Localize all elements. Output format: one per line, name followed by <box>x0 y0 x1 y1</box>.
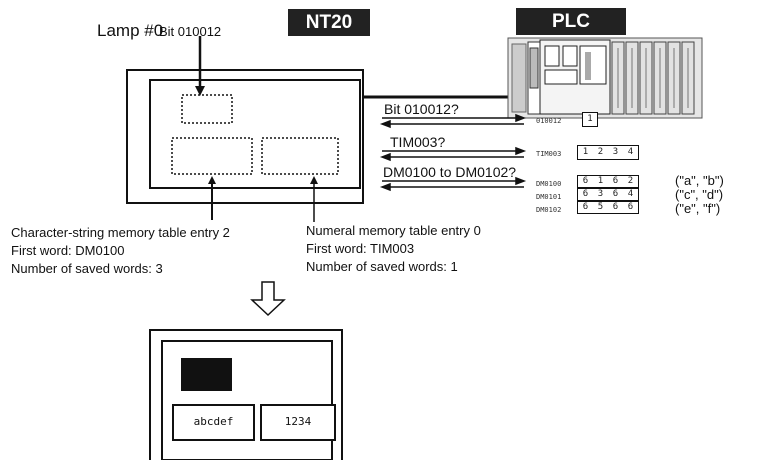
lamp-lit <box>181 358 232 391</box>
value-digit: 3 <box>597 189 604 199</box>
value-dm0101: 6 3 6 4 <box>577 188 639 201</box>
numeral-table-note: Numeral memory table entry 0 First word:… <box>306 222 481 276</box>
result-string-value: abcdef <box>193 415 234 428</box>
value-digit: 6 <box>612 189 619 199</box>
value-digit: 5 <box>597 202 604 212</box>
value-digit: 1 <box>582 147 589 157</box>
numeral-display-area <box>261 137 339 175</box>
value-digit: 2 <box>627 176 634 186</box>
string-table-line2: First word: DM0100 <box>11 243 125 258</box>
lamp-label: Lamp #0 <box>97 21 164 40</box>
nt20-tag: NT20 <box>288 9 370 36</box>
addr-dm0100: DM0100 <box>536 180 562 188</box>
value-digit: 3 <box>612 147 619 157</box>
string-table-note: Character-string memory table entry 2 Fi… <box>11 224 230 278</box>
addr-dm0102: DM0102 <box>536 206 562 214</box>
request-tim: TIM003? <box>390 134 446 150</box>
addr-bit: 010012 <box>536 117 562 125</box>
value-tim: 1 2 3 4 <box>577 145 639 160</box>
value-digit: 2 <box>597 147 604 157</box>
chars-dm0102: ("e", "f") <box>675 201 721 216</box>
value-digit: 6 <box>582 176 589 186</box>
addr-dm0101: DM0101 <box>536 193 562 201</box>
result-numeral-value: 1234 <box>284 415 312 428</box>
value-digit: 1 <box>597 176 604 186</box>
value-dm0100: 6 1 6 2 <box>577 175 639 188</box>
value-digit: 4 <box>627 189 634 199</box>
request-bit: Bit 010012? <box>384 101 459 117</box>
lamp-bit-label: Bit 010012 <box>159 24 222 39</box>
request-arrows <box>379 113 527 192</box>
string-table-line1: Character-string memory table entry 2 <box>11 225 230 240</box>
value-digit: 6 <box>612 202 619 212</box>
result-numeral-box <box>260 404 336 441</box>
value-digit: 6 <box>612 176 619 186</box>
plc-tag: PLC <box>516 8 626 35</box>
lamp-arrow-head <box>195 86 205 96</box>
value-dm0102: 6 5 6 6 <box>577 201 639 214</box>
value-digit: 6 <box>627 202 634 212</box>
numeral-table-line2: First word: TIM003 <box>306 241 415 256</box>
numeral-table-line1: Numeral memory table entry 0 <box>306 223 481 238</box>
addr-tim: TIM003 <box>536 150 562 158</box>
chars-dm0100: ("a", "b") <box>675 173 724 188</box>
string-display-area <box>171 137 253 175</box>
lamp-area <box>181 94 233 124</box>
plc-rack <box>507 37 703 119</box>
nt20-screen <box>149 79 361 189</box>
string-table-line3: Number of saved words: 3 <box>11 261 163 276</box>
chars-dm0101: ("c", "d") <box>675 187 724 202</box>
request-dm: DM0100 to DM0102? <box>383 164 517 180</box>
value-bit: 1 <box>582 112 598 127</box>
numeral-table-line3: Number of saved words: 1 <box>306 259 458 274</box>
result-string-box <box>172 404 255 441</box>
down-arrow <box>250 281 286 317</box>
value-digit: 6 <box>582 202 589 212</box>
value-digit: 6 <box>582 189 589 199</box>
value-digit: 4 <box>627 147 634 157</box>
